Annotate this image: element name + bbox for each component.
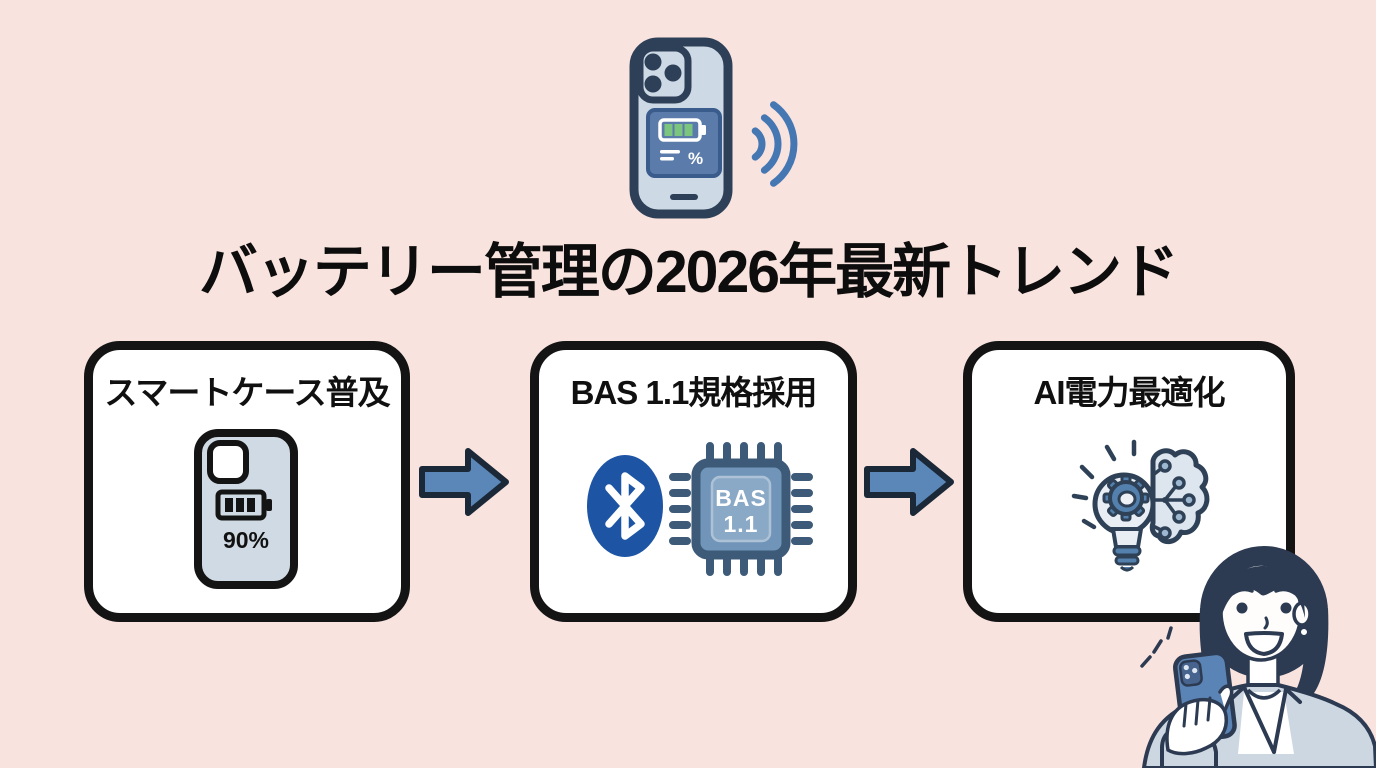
page-title: バッテリー管理の2026年最新トレンド xyxy=(198,239,1179,305)
light-rays xyxy=(1071,439,1137,530)
phone-camera-module xyxy=(1179,659,1203,687)
hand xyxy=(1165,697,1229,756)
card-smart-case-label: スマートケース普及 xyxy=(104,374,390,411)
eye-left xyxy=(1236,602,1248,614)
hair-bangs xyxy=(1221,566,1305,618)
chip-inner-panel xyxy=(710,475,772,543)
flow-arrow-icon xyxy=(864,448,954,516)
percent-symbol: % xyxy=(688,149,703,168)
finger-lines xyxy=(1182,696,1212,728)
battery-percent-label: 90% xyxy=(223,527,269,553)
camera-cutout xyxy=(207,440,249,484)
battery-icon xyxy=(658,118,706,142)
gear-icon xyxy=(1102,474,1150,522)
bluetooth-icon xyxy=(587,455,663,557)
brain-circuit xyxy=(1151,459,1196,540)
smart-battery-case-icon: 90% xyxy=(194,429,298,589)
ai-power-bulb-brain-icon xyxy=(1071,439,1210,572)
chip-label-line2: 1.1 xyxy=(724,511,759,537)
eye-right xyxy=(1280,602,1292,614)
card-ai-optimization-label: AI電力最適化 xyxy=(1033,374,1226,411)
battery-icon xyxy=(215,489,272,521)
eyebrows xyxy=(1230,587,1298,596)
card-bas-standard-label: BAS 1.1規格採用 xyxy=(570,374,818,411)
nose xyxy=(1263,616,1269,630)
card-bas-standard: BAS 1.1規格採用 BAS 1.1 xyxy=(530,341,857,622)
thumb xyxy=(1218,684,1234,712)
screen-text-line xyxy=(660,150,680,154)
wireless-signal-icon xyxy=(751,101,798,187)
spark-lines xyxy=(1140,626,1173,668)
flow-arrow-icon xyxy=(419,448,509,516)
shirt-neckline xyxy=(1246,688,1282,700)
chip-label-line1: BAS xyxy=(715,485,767,511)
camera-lenses xyxy=(644,53,682,93)
bluetooth-rune xyxy=(605,472,645,540)
woman-holding-phone-illustration xyxy=(1140,546,1376,768)
battery-case-phone-icon: % xyxy=(629,37,798,219)
phone-bottom-pill xyxy=(670,194,698,200)
jacket-lapels xyxy=(1228,685,1302,754)
chip-pins xyxy=(669,442,813,576)
card-smart-case: スマートケース普及 90% xyxy=(84,341,410,622)
hair-lock-right xyxy=(1294,608,1329,703)
screen-text-line xyxy=(660,157,674,161)
mouth xyxy=(1244,631,1284,656)
bulb-base xyxy=(1112,545,1142,572)
earring xyxy=(1298,626,1310,638)
bas-chip-icon: BAS 1.1 xyxy=(669,442,813,576)
